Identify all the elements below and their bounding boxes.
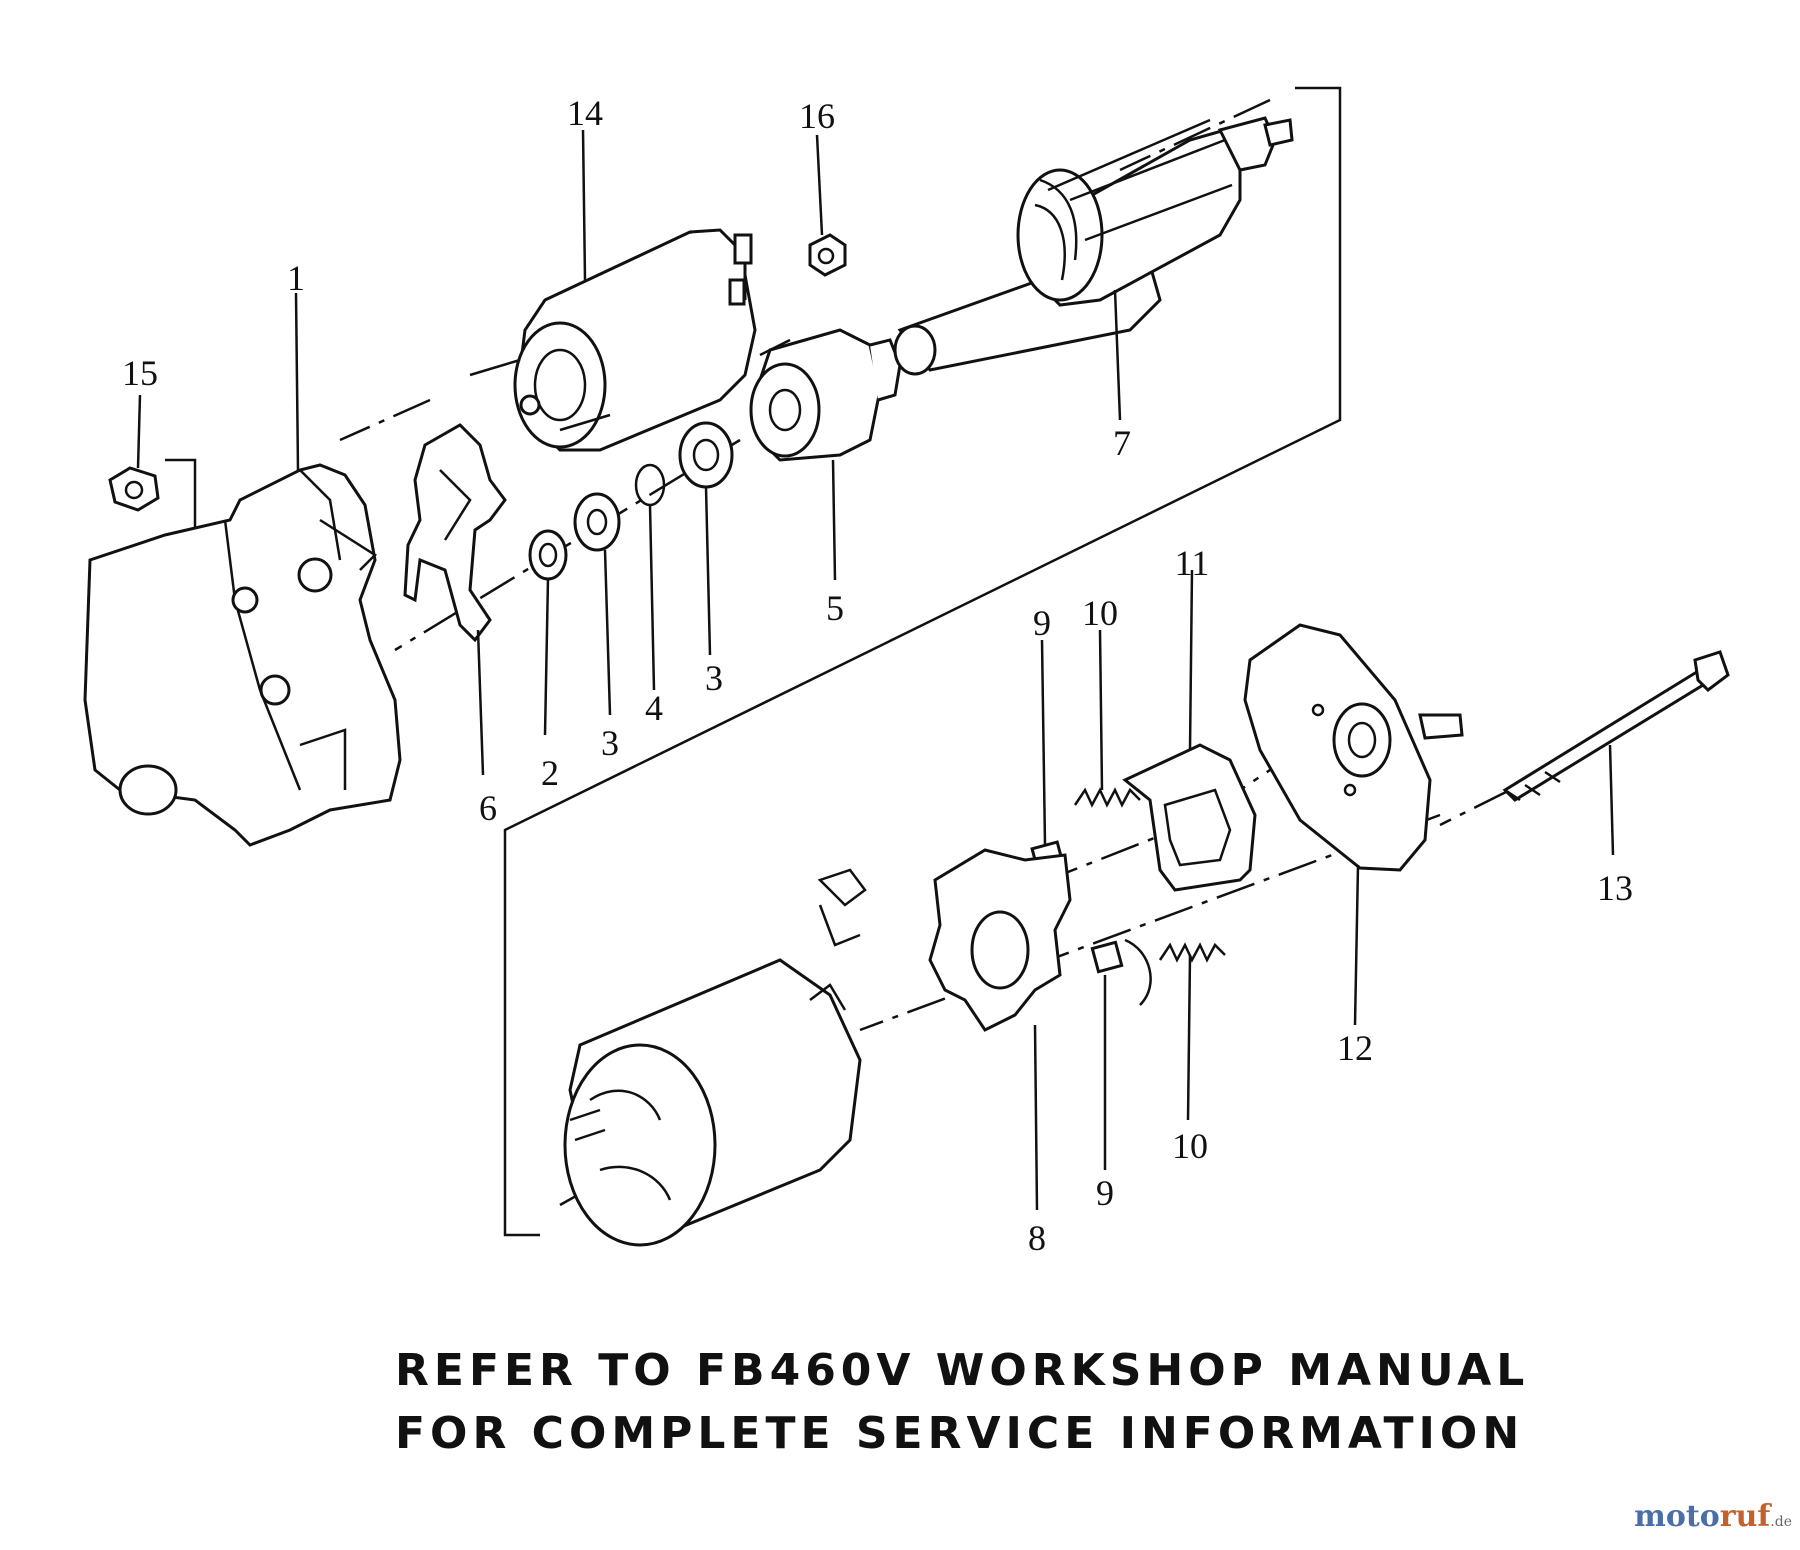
callout-11: 11 — [1175, 543, 1210, 583]
callout-labels: 1 2 3 4 3 5 6 7 8 9 10 11 12 13 14 15 16… — [122, 93, 1633, 1258]
assembly-frame-line — [503, 86, 1342, 1237]
housing-upper-axis-line — [339, 398, 431, 442]
callout-9-b: 9 — [1096, 1173, 1114, 1213]
callout-5: 5 — [826, 588, 844, 628]
callout-1: 1 — [287, 258, 305, 298]
starter-housing-part — [83, 463, 402, 847]
callout-6: 6 — [479, 788, 497, 828]
bolt-axis-line — [1439, 788, 1511, 827]
callout-8: 8 — [1028, 1218, 1046, 1258]
callout-4: 4 — [645, 688, 663, 728]
callout-12: 12 — [1337, 1028, 1373, 1068]
caption-line-2: FOR COMPLETE SERVICE INFORMATION — [395, 1408, 1525, 1459]
housing-lower-axis-line — [394, 438, 741, 652]
washer-2-part — [528, 529, 568, 581]
shift-lever-part — [403, 423, 507, 643]
callout-16: 16 — [799, 96, 835, 136]
watermark-logo: motoruf.de — [1634, 1499, 1792, 1534]
washer-3-a-part — [573, 492, 621, 552]
watermark-part-1: moto — [1634, 1499, 1720, 1534]
snap-ring-4-part — [634, 463, 666, 507]
solenoid-part — [469, 228, 757, 452]
callout-7: 7 — [1113, 423, 1131, 463]
brush-holder-part — [928, 848, 1072, 1032]
armature-axis-line — [1119, 98, 1271, 172]
nut-15-part — [108, 466, 160, 512]
spring-10-b-part — [1158, 942, 1226, 963]
armature-part — [893, 116, 1294, 376]
caption-line-1: REFER TO FB460V WORKSHOP MANUAL — [395, 1345, 1530, 1396]
watermark-part-2: ruf — [1719, 1499, 1771, 1534]
callout-10-a: 10 — [1082, 593, 1118, 633]
spring-10-a-part — [1073, 787, 1141, 808]
callout-9-a: 9 — [1033, 603, 1051, 643]
through-bolt-part — [1502, 650, 1730, 802]
end-frame-part — [1243, 623, 1464, 872]
callout-3-a: 3 — [601, 723, 619, 763]
callout-14: 14 — [567, 93, 603, 133]
callout-13: 13 — [1597, 868, 1633, 908]
yoke-part — [563, 868, 867, 1247]
callout-2: 2 — [541, 753, 559, 793]
callout-3-b: 3 — [705, 658, 723, 698]
callout-10-b: 10 — [1172, 1126, 1208, 1166]
brush-plate-part — [1122, 743, 1257, 892]
pinion-clutch-part — [749, 328, 902, 462]
callout-15: 15 — [122, 353, 158, 393]
nut-16-part — [808, 233, 847, 277]
watermark-part-3: .de — [1770, 1514, 1792, 1530]
leader-lines — [136, 129, 1615, 1211]
washer-3-b-part — [678, 421, 734, 489]
brush-9-b-part — [1090, 938, 1152, 1006]
